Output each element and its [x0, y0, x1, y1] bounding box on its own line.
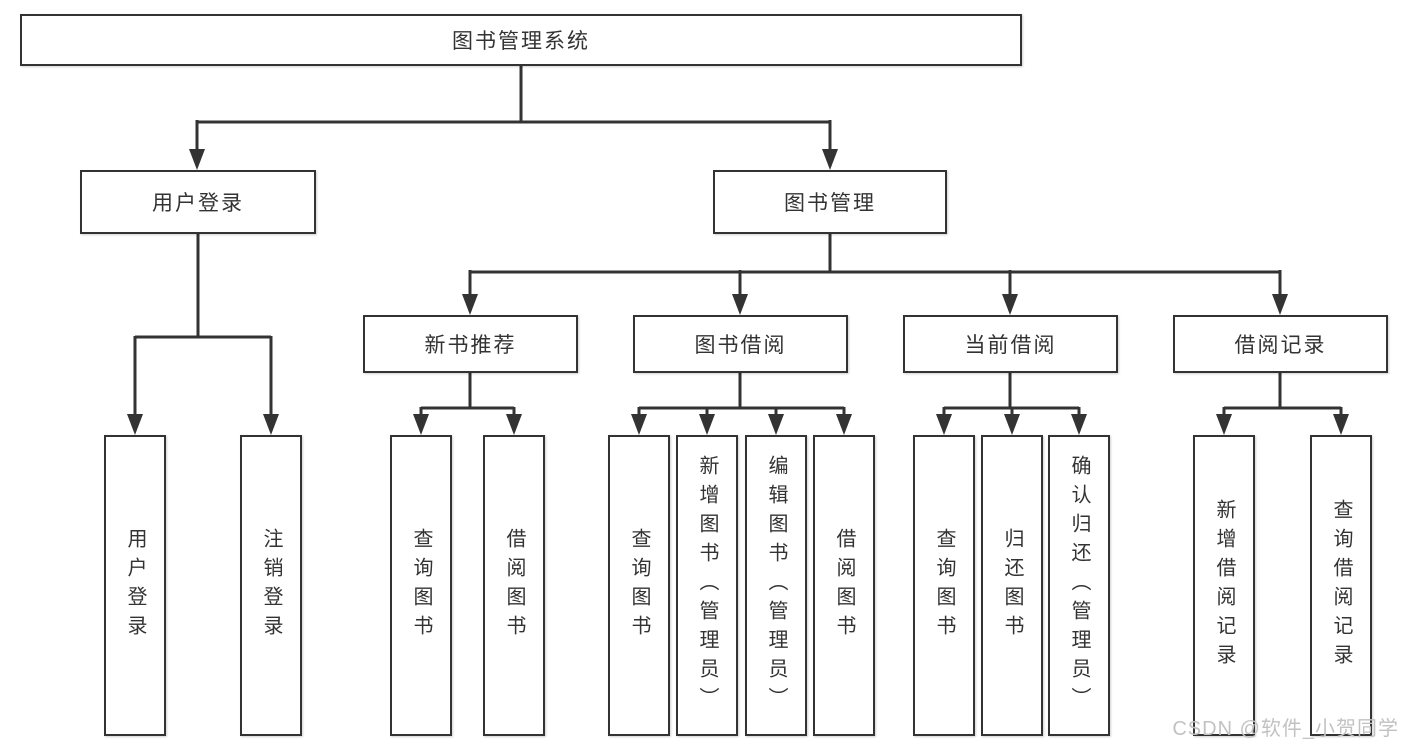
leaf-br-query-record: 查询借阅记录: [1310, 435, 1372, 736]
node-borrow-records-label: 借阅记录: [1234, 334, 1327, 357]
node-book-management: 图书管理: [713, 170, 947, 234]
leaf-bb-query-books: 查询图书: [608, 435, 670, 736]
leaf-br-add-record-label: 新增借阅记录: [1213, 498, 1235, 673]
node-new-book-recommend: 新书推荐: [363, 315, 578, 373]
node-root-label: 图书管理系统: [452, 30, 590, 53]
node-current-borrowing-label: 当前借阅: [964, 334, 1057, 357]
node-user-login-label: 用户登录: [152, 192, 244, 215]
leaf-cb-confirm-return-admin: 确认归还（管理员）: [1048, 435, 1110, 736]
leaf-nb-query-books: 查询图书: [390, 435, 452, 736]
leaf-br-add-record: 新增借阅记录: [1193, 435, 1255, 736]
node-user-login: 用户登录: [80, 170, 316, 234]
node-book-management-label: 图书管理: [784, 192, 876, 215]
leaf-cb-confirm-return-admin-label: 确认归还（管理员）: [1068, 455, 1090, 716]
leaf-bb-borrow-books-label: 借阅图书: [833, 527, 855, 644]
node-book-borrowing: 图书借阅: [633, 315, 848, 373]
leaf-user-login-label: 用户登录: [124, 527, 146, 644]
leaf-cb-return-books-label: 归还图书: [1001, 527, 1023, 644]
node-book-borrowing-label: 图书借阅: [694, 334, 787, 357]
leaf-bb-add-books-admin: 新增图书（管理员）: [676, 435, 738, 736]
leaf-cb-return-books: 归还图书: [981, 435, 1043, 736]
leaf-nb-borrow-books: 借阅图书: [483, 435, 545, 736]
node-borrow-records: 借阅记录: [1173, 315, 1388, 373]
leaf-logout-label: 注销登录: [260, 527, 282, 644]
leaf-cb-query-books: 查询图书: [913, 435, 975, 736]
node-root: 图书管理系统: [20, 14, 1022, 66]
leaf-logout: 注销登录: [240, 435, 302, 736]
csdn-watermark: CSDN @软件_小贺同学: [1172, 718, 1399, 740]
leaf-bb-edit-books-admin: 编辑图书（管理员）: [745, 435, 807, 736]
leaf-bb-edit-books-admin-label: 编辑图书（管理员）: [765, 455, 787, 716]
leaf-cb-query-books-label: 查询图书: [933, 527, 955, 644]
leaf-nb-borrow-books-label: 借阅图书: [503, 527, 525, 644]
leaf-bb-query-books-label: 查询图书: [628, 527, 650, 644]
leaf-user-login: 用户登录: [104, 435, 166, 736]
leaf-bb-borrow-books: 借阅图书: [813, 435, 875, 736]
arrowheads: [127, 149, 1349, 435]
leaf-bb-add-books-admin-label: 新增图书（管理员）: [696, 455, 718, 716]
leaf-br-query-record-label: 查询借阅记录: [1330, 498, 1352, 673]
leaf-nb-query-books-label: 查询图书: [410, 527, 432, 644]
node-current-borrowing: 当前借阅: [903, 315, 1118, 373]
node-new-book-recommend-label: 新书推荐: [424, 334, 517, 357]
